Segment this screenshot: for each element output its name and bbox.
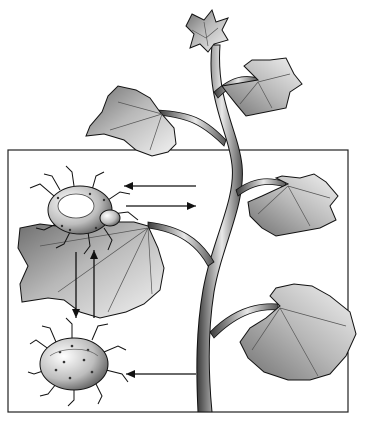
leaf-middle-left [18, 222, 164, 318]
leaf-bottom-right [240, 284, 356, 380]
leaf-top-left [86, 86, 176, 156]
leaf-top [186, 10, 228, 52]
mite-lower-icon [28, 318, 128, 406]
leaf-upper-right [222, 58, 302, 116]
